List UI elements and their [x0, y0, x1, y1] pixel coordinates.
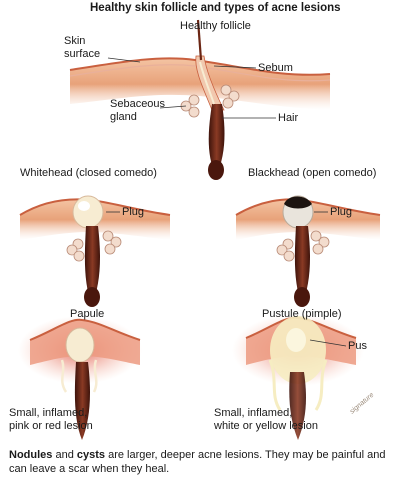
papule-description-line1: Small, inflamed,	[9, 407, 88, 419]
whitehead-heading: Whitehead (closed comedo)	[20, 167, 157, 179]
pustule-heading: Pustule (pimple)	[262, 308, 342, 320]
healthy-leader-lines	[107, 57, 276, 119]
sebaceous-gland-label-line1: Sebaceous	[110, 98, 166, 110]
caption-text-2: are larger, deeper acne lesions. They ma…	[9, 449, 386, 475]
healthy-follicle-drawing	[69, 19, 331, 180]
papule-drawing	[18, 316, 142, 440]
papule-heading: Papule	[70, 308, 105, 320]
blackhead-plug-label: Plug	[330, 206, 353, 218]
caption-cysts: cysts	[76, 449, 106, 461]
caption-text-1: and	[52, 449, 77, 461]
pustule-pus-leader	[309, 339, 347, 347]
pus-label: Pus	[348, 340, 367, 352]
pustule-drawing: signature	[232, 314, 375, 440]
hair-label: Hair	[278, 112, 299, 124]
caption: Nodules and cysts are larger, deeper acn…	[9, 448, 397, 476]
sebum-label: Sebum	[258, 62, 293, 74]
skin-surface-label-line1: Skin	[64, 35, 86, 47]
whitehead-drawing	[19, 195, 171, 307]
page-title: Healthy skin follicle and types of acne …	[90, 2, 341, 14]
skin-surface-label-line2: surface	[64, 48, 101, 60]
healthy-heading: Healthy follicle	[180, 20, 251, 32]
pustule-description-line1: Small, inflamed,	[214, 407, 293, 419]
blackhead-drawing	[235, 195, 381, 307]
papule-description-line2: pink or red lesion	[9, 420, 93, 432]
blackhead-heading: Blackhead (open comedo)	[248, 167, 377, 179]
sebaceous-gland-label-line2: gland	[110, 111, 137, 123]
caption-nodules: Nodules	[9, 449, 53, 461]
pustule-description-line2: white or yellow lesion	[214, 420, 318, 432]
svg-text:signature: signature	[349, 392, 376, 416]
whitehead-plug-label: Plug	[122, 206, 145, 218]
